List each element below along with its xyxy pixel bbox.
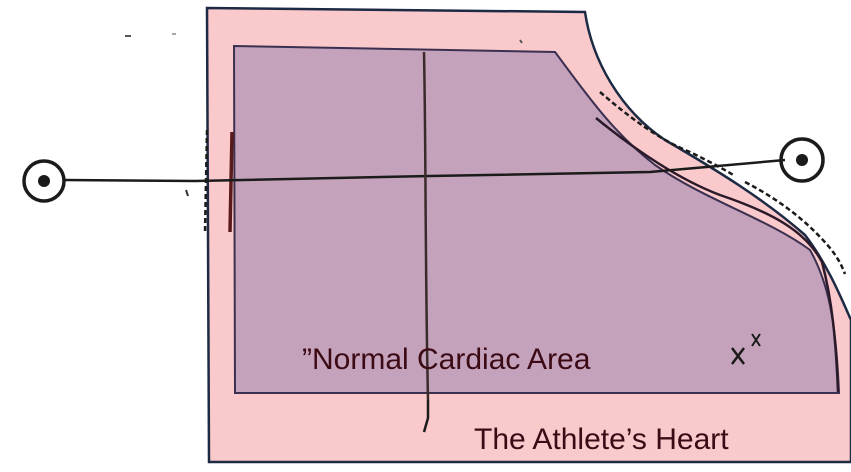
athletes-heart-label: The Athlete’s Heart <box>474 423 729 456</box>
normal-cardiac-area-label: ”Normal Cardiac Area <box>302 343 591 376</box>
right-circled-dot-icon <box>781 139 823 181</box>
left-circled-dot-icon <box>24 161 64 201</box>
left-boundary-stroke <box>230 132 232 232</box>
normal-cardiac-area <box>234 46 839 393</box>
